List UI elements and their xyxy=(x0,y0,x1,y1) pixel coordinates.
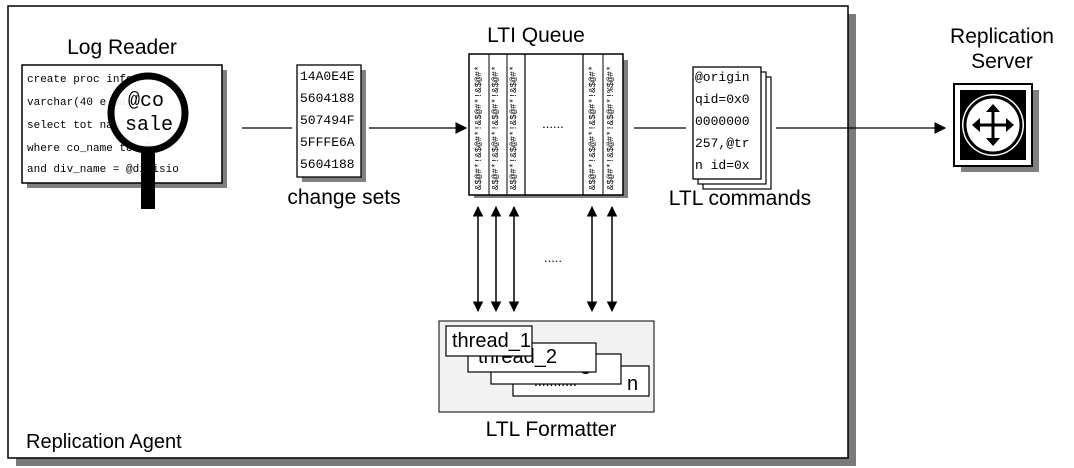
replication-agent-label: Replication Agent xyxy=(26,431,182,453)
ltl-commands-label: LTL commands xyxy=(669,187,811,210)
change-set-line: 14A0E4E xyxy=(300,69,355,84)
change-sets: 14A0E4E 5604188 507494F 5FFFE6A 5604188 … xyxy=(287,64,401,209)
replication-server: Replication Server xyxy=(950,25,1054,172)
ltl-command-line: qid=0x0 xyxy=(695,92,750,107)
change-set-line: 5604188 xyxy=(300,91,355,106)
change-sets-label: change sets xyxy=(287,186,400,209)
lens-text: @co xyxy=(128,90,164,113)
queue-column-text: &$@#*!&$@#*!&$@#*!&$@#* xyxy=(474,66,484,190)
sql-line: select tot nam xyxy=(27,120,120,132)
thread-stack: ........... n 3 thread_2 thread_1 xyxy=(445,325,650,397)
queue-column-text: &$@#*!&$@#*!&$@#*!&$@#* xyxy=(588,66,598,190)
replication-server-label-1: Replication xyxy=(950,25,1054,48)
queue-column-text: &$@#*!&$@#*!&$@#*!&$@#* xyxy=(491,66,501,190)
ltl-command-line: n id=0x xyxy=(695,158,750,173)
ltl-formatter-label: LTL Formatter xyxy=(486,418,617,441)
sql-line: create proc info xyxy=(27,74,133,86)
lti-queue: LTI Queue &$@#*!&$@#*!&$@#*!&$@#* &$@#*!&… xyxy=(468,24,628,198)
queue-formatter-arrows: ..... xyxy=(472,205,618,313)
sql-line: varchar(40 e va xyxy=(27,97,126,109)
arrows-ellipsis: ..... xyxy=(544,250,562,265)
router-icon xyxy=(953,83,1039,172)
ltl-command-line: 257,@tr xyxy=(695,136,750,151)
lti-queue-label: LTI Queue xyxy=(487,24,585,47)
log-reader-label: Log Reader xyxy=(67,36,177,59)
change-set-line: 5FFFE6A xyxy=(300,135,355,150)
queue-column-text: &$@#*!&$@#*!&$@#*!%$@#* xyxy=(606,66,616,190)
change-set-line: 5604188 xyxy=(300,157,355,172)
lens-text: sale xyxy=(125,114,173,137)
ltl-formatter: ........... n 3 thread_2 thread_1 LTL Fo… xyxy=(438,320,655,441)
thread-1-label: thread_1 xyxy=(452,330,531,352)
queue-column-text: &$@#*!&$@#*!&$@#*!&$@#* xyxy=(509,66,519,190)
change-set-line: 507494F xyxy=(300,113,355,128)
queue-ellipsis: ...... xyxy=(542,116,564,131)
thread-n-label: n xyxy=(627,373,638,395)
magnifier-icon: @co sale xyxy=(107,72,189,209)
ltl-commands: @origin qid=0x0 0000000 257,@tr n id=0x … xyxy=(669,66,811,210)
ltl-command-line: 0000000 xyxy=(695,114,750,129)
log-reader: Log Reader create proc info varchar(40 e… xyxy=(21,36,227,209)
replication-server-label-2: Server xyxy=(971,50,1033,73)
sql-line: and div_name = @divisio xyxy=(27,164,179,176)
ltl-command-line: @origin xyxy=(695,70,750,85)
